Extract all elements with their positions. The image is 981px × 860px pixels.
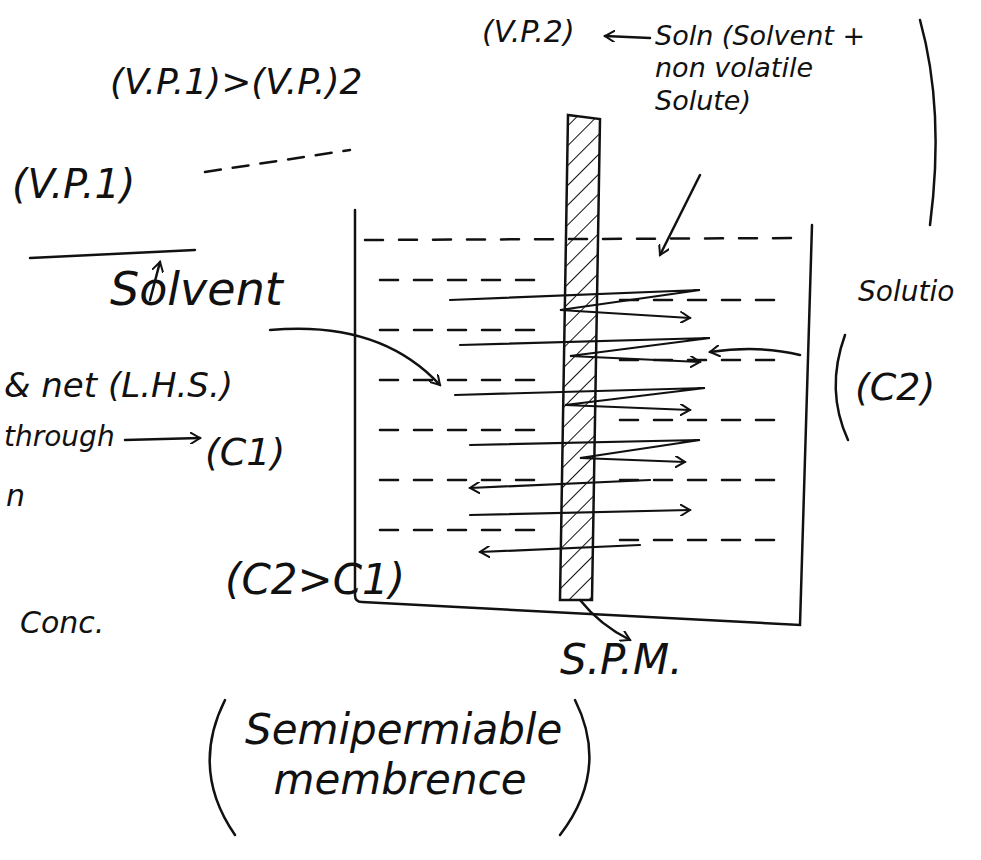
membrane-name: Semipermiable membrence — [245, 705, 555, 806]
bracket — [210, 700, 235, 835]
bracket — [836, 335, 848, 440]
solution-note: Soln (Solvent + non volatile Solute) — [655, 20, 905, 117]
concentration-label: (C2) — [855, 365, 935, 411]
bracket — [920, 20, 936, 225]
solvent-label: Solvent — [110, 262, 283, 317]
note-text: & net (L.H.S.) — [4, 365, 233, 406]
vp-level — [205, 150, 350, 172]
solution-label: Solutio — [858, 275, 954, 309]
leader-arrow — [660, 175, 700, 255]
concentration-label: (C1) — [205, 430, 285, 476]
vp-label: (V.P.2) — [482, 14, 575, 50]
note-text: through — [4, 420, 115, 454]
underline — [30, 250, 195, 258]
vp-relation: (V.P.1)>(V.P.)2 — [110, 60, 362, 103]
leader-arrow — [125, 438, 200, 440]
bracket — [560, 700, 589, 835]
note-text: n — [6, 478, 25, 514]
leader-arrow — [270, 329, 440, 385]
membrane-label: S.P.M. — [560, 635, 683, 685]
leader-arrow — [580, 600, 630, 640]
note-text: Conc. — [20, 605, 104, 641]
membrane — [560, 115, 600, 600]
concentration-relation: (C2>C1) — [225, 555, 405, 605]
leader-arrow — [605, 36, 650, 38]
leader-arrow — [710, 349, 800, 355]
vp-label: (V.P.1) — [12, 160, 135, 208]
